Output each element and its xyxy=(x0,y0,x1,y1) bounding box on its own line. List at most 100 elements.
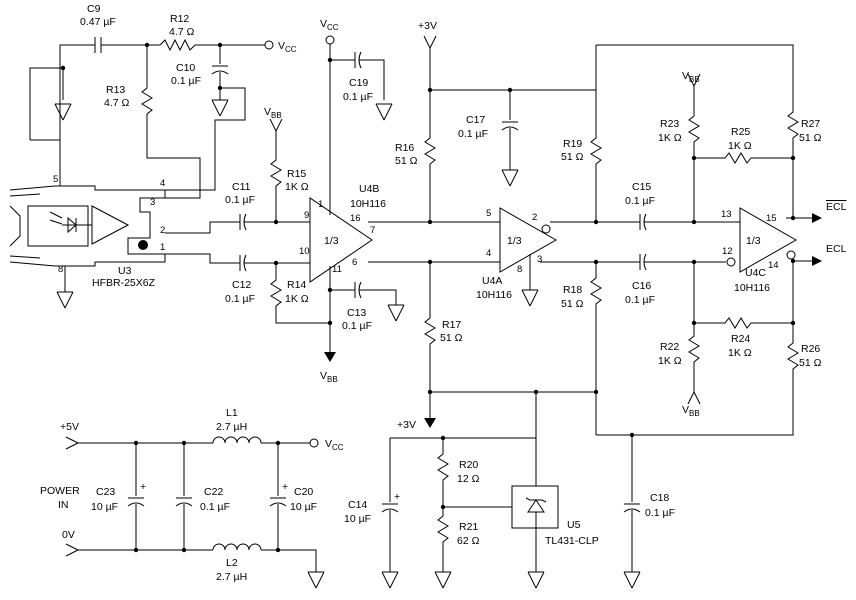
u3-pin-8: 8 xyxy=(58,264,63,275)
u3-pin-3: 3 xyxy=(150,197,155,208)
u4b-ref: U4B xyxy=(359,183,379,195)
u4b-pin-11: 11 xyxy=(332,264,342,275)
power-in-label-1: POWER xyxy=(40,485,80,497)
u4c-pin-13: 13 xyxy=(721,209,732,220)
r22-ref: R22 xyxy=(660,341,679,353)
u4a-pin-3: 3 xyxy=(537,254,542,265)
u4a-part: 10H116 xyxy=(476,289,512,301)
c13-ref: C13 xyxy=(347,307,366,319)
u4a-gate xyxy=(499,207,558,273)
vbb-label-4: VBB xyxy=(682,404,700,418)
r17-value: 51 Ω xyxy=(440,332,463,344)
plus3v-label-2: +3V xyxy=(397,419,416,431)
c16-value: 0.1 µF xyxy=(625,294,655,306)
r12-value: 4.7 Ω xyxy=(169,26,195,38)
c12-ref: C12 xyxy=(232,279,251,291)
power-in-label-2: IN xyxy=(58,499,69,511)
c22-ref: C22 xyxy=(204,486,223,498)
r13-ref: R13 xyxy=(106,84,125,96)
u4a-pin-4: 4 xyxy=(486,248,491,259)
c23-ref: C23 xyxy=(96,486,115,498)
c14-ref: C14 xyxy=(348,499,367,511)
c17-ref: C17 xyxy=(466,114,485,126)
r18-value: 51 Ω xyxy=(561,298,584,310)
u4c-gate xyxy=(739,207,798,273)
r14-ref: R14 xyxy=(287,279,306,291)
l2-ref: L2 xyxy=(226,557,238,569)
u5-part: TL431-CLP xyxy=(545,535,599,547)
c23-value: 10 µF xyxy=(91,501,118,513)
u4b-fraction: 1/3 xyxy=(324,235,339,247)
c15-ref: C15 xyxy=(632,181,651,193)
r12-ref: R12 xyxy=(170,13,189,25)
vcc-label-1: VCC xyxy=(278,40,297,54)
u4c-part: 10H116 xyxy=(734,282,770,294)
r14-value: 1K Ω xyxy=(285,293,309,305)
c15-value: 0.1 µF xyxy=(625,195,655,207)
u4a-fraction: 1/3 xyxy=(507,235,522,247)
r24-ref: R24 xyxy=(731,333,750,345)
r19-ref: R19 xyxy=(563,138,582,150)
l1-ref: L1 xyxy=(226,407,238,419)
c20-value: 10 µF xyxy=(290,501,317,513)
plus3v-label-1: +3V xyxy=(418,20,437,32)
r22-value: 1K Ω xyxy=(658,355,682,367)
u3-receiver xyxy=(9,185,166,267)
u4c-pin-15: 15 xyxy=(766,213,777,224)
c18-value: 0.1 µF xyxy=(645,507,675,519)
u4a-ref: U4A xyxy=(482,275,502,287)
l1-value: 2.7 µH xyxy=(216,421,247,433)
u4b-pin-1: 1 xyxy=(318,199,323,210)
r27-value: 51 Ω xyxy=(799,132,822,144)
ecl-output: ECL xyxy=(826,243,847,255)
c20-ref: C20 xyxy=(294,486,313,498)
ecl-bar-output: ECL xyxy=(826,201,847,213)
u4b-pin-9: 9 xyxy=(304,210,309,221)
u4c-pin-12: 12 xyxy=(722,246,733,257)
u3-pin-5: 5 xyxy=(53,174,58,185)
u4c-pin-14: 14 xyxy=(768,260,779,271)
c23-plus: + xyxy=(140,481,146,493)
zero-v-label: 0V xyxy=(62,529,75,541)
c10-value: 0.1 µF xyxy=(171,75,201,87)
c9-ref: C9 xyxy=(87,3,101,15)
u3-ref: U3 xyxy=(118,265,132,277)
u4b-part: 10H116 xyxy=(350,198,386,210)
u3-pin-4: 4 xyxy=(160,178,165,189)
c18-ref: C18 xyxy=(650,492,669,504)
r16-value: 51 Ω xyxy=(395,155,418,167)
vbb-label-1: VBB xyxy=(264,106,282,120)
r23-value: 1K Ω xyxy=(658,132,682,144)
r15-value: 1K Ω xyxy=(285,181,309,193)
u4b-pin-6: 6 xyxy=(352,257,357,268)
c11-ref: C11 xyxy=(232,181,251,193)
c20-plus: + xyxy=(282,481,288,493)
r19-value: 51 Ω xyxy=(561,151,584,163)
vcc-label-3: VCC xyxy=(325,438,344,452)
r18-ref: R18 xyxy=(563,284,582,296)
r17-ref: R17 xyxy=(442,319,461,331)
r24-value: 1K Ω xyxy=(728,347,752,359)
c14-value: 10 µF xyxy=(344,513,371,525)
r27-ref: R27 xyxy=(801,118,820,130)
u4c-ref: U4C xyxy=(745,267,766,279)
u4b-pin-10: 10 xyxy=(299,246,310,257)
c16-ref: C16 xyxy=(632,280,651,292)
vcc-label-2: VCC xyxy=(320,18,339,32)
u3-pin-1: 1 xyxy=(160,242,165,253)
l2-value: 2.7 µH xyxy=(216,571,247,583)
u4b-pin-7: 7 xyxy=(370,225,375,236)
c9-value: 0.47 µF xyxy=(80,16,116,28)
vbb-label-3: VBB xyxy=(682,70,700,84)
u5-regulator xyxy=(511,485,559,529)
c19-value: 0.1 µF xyxy=(343,91,373,103)
r23-ref: R23 xyxy=(660,118,679,130)
vbb-label-2: VBB xyxy=(320,370,338,384)
c14-plus: + xyxy=(394,491,400,503)
c17-value: 0.1 µF xyxy=(458,128,488,140)
c19-ref: C19 xyxy=(349,77,368,89)
u3-pin-2: 2 xyxy=(160,225,165,236)
plus5v-label: +5V xyxy=(60,421,79,433)
u4b-pin-16: 16 xyxy=(350,213,361,224)
